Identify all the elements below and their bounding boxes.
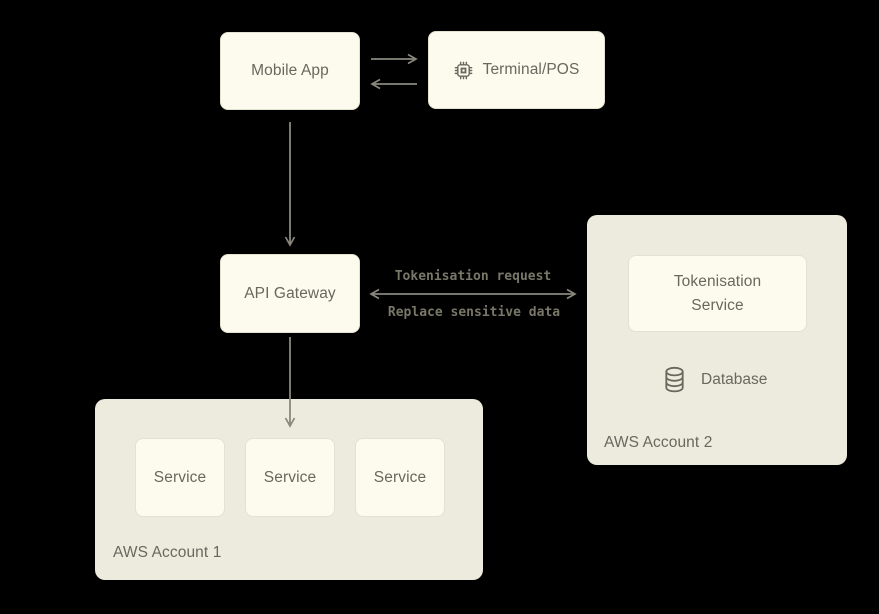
service-label: Service	[153, 468, 207, 486]
service-node-2: Service	[245, 438, 335, 517]
terminal-pos-node: Terminal/POS	[428, 31, 605, 109]
aws-account-2-label: AWS Account 2	[604, 434, 713, 451]
tokenisation-service-label: Tokenisation Service	[673, 272, 762, 314]
aws-account-2-container: Tokenisation Service Database AWS Accoun…	[587, 215, 847, 465]
mobile-app-label: Mobile App	[251, 62, 329, 79]
service-node-1: Service	[135, 438, 225, 517]
database-icon	[663, 366, 686, 394]
service-label: Service	[373, 468, 427, 486]
database-label: Database	[701, 371, 768, 388]
terminal-pos-label: Terminal/POS	[482, 61, 580, 78]
api-gateway-node: API Gateway	[220, 254, 360, 333]
edge-label-replace-sensitive-data: Replace sensitive data	[387, 305, 561, 320]
api-gateway-label: API Gateway	[244, 284, 336, 302]
tokenisation-service-node: Tokenisation Service	[628, 255, 807, 332]
service-label: Service	[263, 468, 317, 486]
service-node-3: Service	[355, 438, 445, 517]
chip-icon	[454, 61, 473, 80]
aws-account-1-container: Service Service Service AWS Account 1	[95, 399, 483, 580]
aws-account-1-label: AWS Account 1	[113, 544, 222, 561]
edge-label-tokenisation-request: Tokenisation request	[394, 269, 552, 284]
mobile-app-node: Mobile App	[220, 32, 360, 110]
